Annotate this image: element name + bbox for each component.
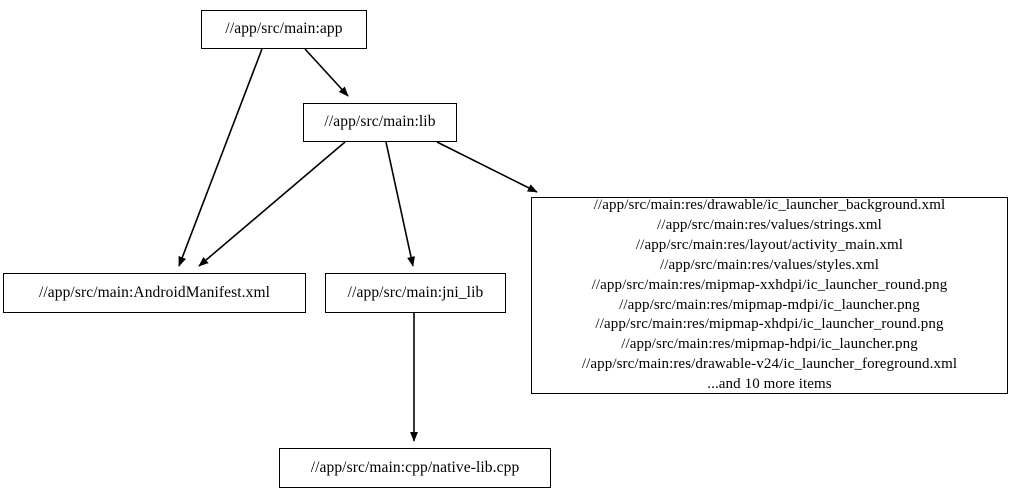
graph-node-android-manifest-label: //app/src/main:AndroidManifest.xml xyxy=(38,283,271,301)
graph-node-jni-lib[interactable]: //app/src/main:jni_lib xyxy=(325,273,506,313)
edge-app-to-manifest xyxy=(178,48,263,267)
graph-node-app[interactable]: //app/src/main:app xyxy=(201,10,367,49)
graph-node-lib[interactable]: //app/src/main:lib xyxy=(303,103,457,142)
graph-node-jni-lib-label: //app/src/main:jni_lib xyxy=(347,283,484,301)
edge-lib-to-manifest xyxy=(198,141,346,267)
graph-node-res-group-label: //app/src/main:res/drawable/ic_launcher_… xyxy=(581,196,958,393)
edge-app-to-lib xyxy=(304,48,349,97)
edge-lib-to-jni-lib xyxy=(385,141,415,267)
graph-node-app-label: //app/src/main:app xyxy=(225,20,343,38)
graph-node-native-lib-cpp-label: //app/src/main:cpp/native-lib.cpp xyxy=(310,458,520,476)
graph-node-android-manifest[interactable]: //app/src/main:AndroidManifest.xml xyxy=(3,273,306,313)
edge-lib-to-res-group xyxy=(436,141,538,193)
graph-node-lib-label: //app/src/main:lib xyxy=(324,113,436,131)
graph-node-res-group[interactable]: //app/src/main:res/drawable/ic_launcher_… xyxy=(531,197,1008,394)
graph-node-native-lib-cpp[interactable]: //app/src/main:cpp/native-lib.cpp xyxy=(279,448,551,488)
